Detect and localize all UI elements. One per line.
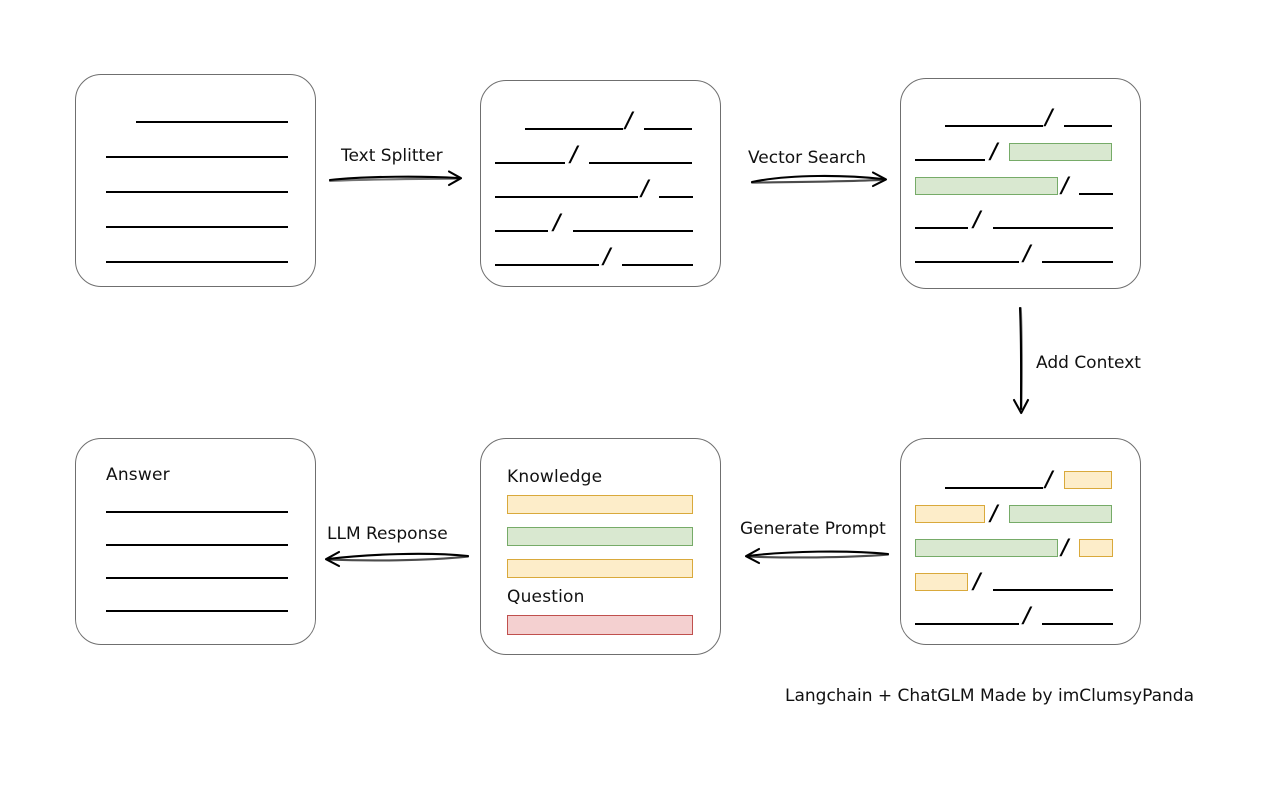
text-rule [106,577,288,579]
text-rule [993,589,1113,591]
question-bar-1[interactable] [507,615,693,635]
text-rule [495,230,548,232]
knowledge-bar-2[interactable] [507,527,693,546]
text-rule [1079,193,1113,195]
segment-separator-slash: / [973,206,981,231]
arrow-label-vector-search: Vector Search [748,148,866,168]
segment-separator-slash: / [1045,466,1053,491]
highlighted-chunk-yellow[interactable] [915,573,968,591]
prompt-box[interactable]: Knowledge Question [480,438,721,655]
split-chunks-box[interactable]: / / / / / [480,80,721,287]
add-context-arrow [1012,306,1030,415]
vector-search-arrow [750,171,888,188]
segment-separator-slash: / [1045,104,1053,129]
context-chunks-lines: / / / / / [901,439,1140,644]
text-rule [495,196,638,198]
text-rule [915,261,1019,263]
footer-credit: Langchain + ChatGLM Made by imClumsyPand… [785,686,1194,706]
knowledge-label: Knowledge [507,467,603,487]
question-label: Question [507,587,585,607]
llm-response-arrow [324,550,470,568]
text-rule [945,125,1043,127]
text-rule [1064,125,1112,127]
text-rule [945,487,1043,489]
generate-prompt-arrow [744,547,890,565]
context-chunks-box[interactable]: / / / / / [900,438,1141,645]
text-rule [106,261,288,263]
arrow-label-text-splitter: Text Splitter [341,146,443,166]
segment-separator-slash: / [553,209,561,234]
text-rule [106,156,288,158]
segment-separator-slash: / [641,175,649,200]
answer-title: Answer [106,465,170,485]
segment-separator-slash: / [973,568,981,593]
text-rule [136,121,288,123]
highlighted-chunk-yellow[interactable] [1064,471,1112,489]
highlighted-chunk-yellow[interactable] [1079,539,1113,557]
text-rule [106,511,288,513]
split-chunks-lines: / / / / / [481,81,720,286]
highlighted-chunk-green[interactable] [1009,143,1112,161]
text-rule [993,227,1113,229]
text-rule [495,162,565,164]
vector-matched-box[interactable]: / / / / / [900,78,1141,289]
source-document-box[interactable] [75,74,316,287]
highlighted-chunk-green[interactable] [915,177,1058,195]
text-rule [106,226,288,228]
text-rule [106,610,288,612]
source-document-lines [76,75,315,286]
segment-separator-slash: / [1061,172,1069,197]
segment-separator-slash: / [1061,534,1069,559]
text-rule [659,196,693,198]
text-rule [589,162,692,164]
text-rule [915,623,1019,625]
segment-separator-slash: / [990,138,998,163]
text-rule [106,191,288,193]
segment-separator-slash: / [1023,602,1031,627]
text-rule [622,264,693,266]
text-splitter-arrow [328,170,463,187]
text-rule [573,230,693,232]
answer-box[interactable]: Answer [75,438,316,645]
vector-matched-lines: / / / / / [901,79,1140,288]
segment-separator-slash: / [570,141,578,166]
text-rule [495,264,599,266]
answer-lines [76,439,315,644]
highlighted-chunk-green[interactable] [915,539,1058,557]
knowledge-bar-1[interactable] [507,495,693,514]
text-rule [525,128,623,130]
segment-separator-slash: / [1023,240,1031,265]
segment-separator-slash: / [625,107,633,132]
arrow-label-generate-prompt: Generate Prompt [740,519,886,539]
arrow-label-add-context: Add Context [1036,353,1141,373]
highlighted-chunk-yellow[interactable] [915,505,985,523]
text-rule [915,159,985,161]
text-rule [915,227,968,229]
text-rule [106,544,288,546]
highlighted-chunk-green[interactable] [1009,505,1112,523]
arrow-label-llm-response: LLM Response [327,524,448,544]
segment-separator-slash: / [603,243,611,268]
text-rule [1042,261,1113,263]
knowledge-bar-3[interactable] [507,559,693,578]
segment-separator-slash: / [990,500,998,525]
text-rule [644,128,692,130]
text-rule [1042,623,1113,625]
